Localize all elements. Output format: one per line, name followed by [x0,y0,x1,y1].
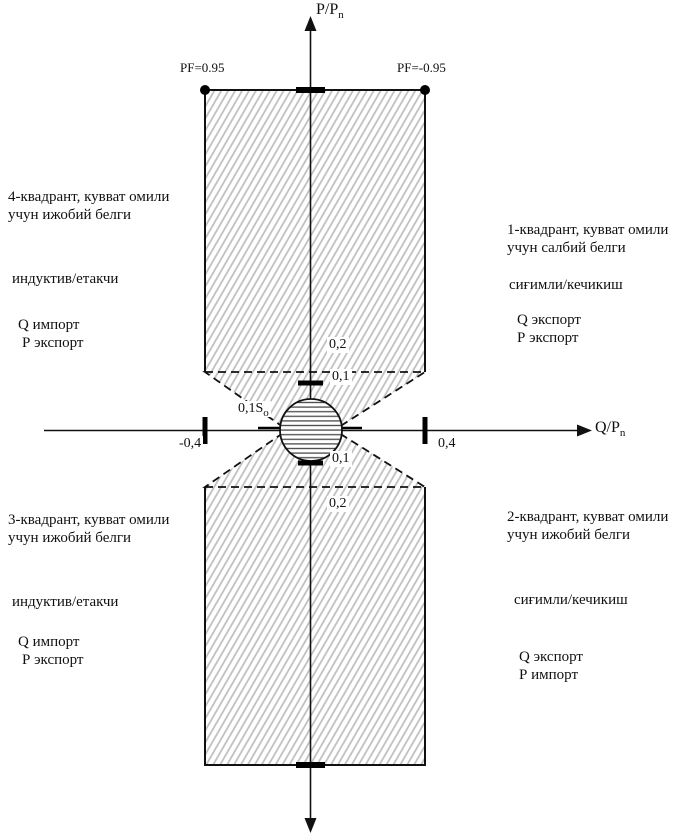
tick-label-neg-04: -0,4 [177,436,204,453]
y-axis-title-text: P/P [316,1,339,18]
quadrant-4-flow2: Р экспорт [22,335,84,351]
quadrant-1-flow2: Р экспорт [517,330,579,346]
quadrant-2-flow1: Q экспорт [519,649,583,665]
quadrant-3-title: 3-квадрант, кувват омили учун ижобий бел… [8,511,213,547]
pf-right-dot [420,85,430,95]
y-axis-title-sub: n [338,9,344,22]
quadrant-1-flow1: Q экспорт [517,312,581,328]
quadrant-4-flow1: Q импорт [18,317,80,333]
quadrant-3-mode: индуктив/етакчи [12,594,119,610]
quadrant-3-title-line2: учун ижобий белги [8,530,132,546]
tick-label-02-top: 0,2 [327,337,349,354]
top-operating-region [205,90,425,372]
circle-radius-label-text: 0,1S [238,401,264,416]
pf-right-label: PF=-0.95 [397,60,446,75]
quadrant-4-block: 4-квадрант, кувват омили учун ижобий бел… [8,188,213,352]
pf-left-dot [200,85,210,95]
quadrant-4-title-line2: учун ижобий белги [8,207,132,223]
x-axis-title-text: Q/P [595,419,620,436]
quadrant-3-flow1: Q импорт [18,634,80,650]
y-axis-title: P/Pn [316,1,344,22]
quadrant-2-flow2: Р импорт [519,667,578,683]
circle-radius-label-sub: o [263,406,269,419]
quadrant-1-mode: сиғимли/кечикиш [509,277,623,293]
pf-left-label: PF=0.95 [180,60,225,75]
quadrant-1-title-line1: 1-квадрант, кувват омили [507,222,669,238]
tick-label-pos-04: 0,4 [436,436,458,453]
quadrant-2-mode: сиғимли/кечикиш [514,592,628,608]
quadrant-1-block: 1-квадрант, кувват омили учун салбий бел… [507,221,677,347]
y-axis-arrow-down-icon [304,818,317,833]
x-axis-arrow-right-icon [577,424,592,437]
quadrant-3-flow2: Р экспорт [22,652,84,668]
circle-radius-label: 0,1So [236,401,271,419]
tick-label-02-bottom: 0,2 [327,496,349,513]
quadrant-4-title: 4-квадрант, кувват омили учун ижобий бел… [8,188,213,224]
tick-label-01-bottom: 0,1 [330,451,352,468]
x-axis-title-sub: n [619,427,626,440]
quadrant-2-title: 2-квадрант, кувват омили учун ижобий бел… [507,508,677,544]
quadrant-1-title-line2: учун салбий белги [507,240,626,256]
quadrant-4-title-line1: 4-квадрант, кувват омили [8,189,170,205]
quadrant-2-title-line1: 2-квадрант, кувват омили [507,509,669,525]
bottom-operating-region [205,487,425,765]
quadrant-2-title-line2: учун ижобий белги [507,527,631,543]
x-axis-title: Q/Pn [595,419,626,440]
tick-label-01-top: 0,1 [330,369,352,386]
quadrant-3-block: 3-квадрант, кувват омили учун ижобий бел… [8,511,213,669]
y-axis-arrow-up-icon [304,16,317,31]
quadrant-4-mode: индуктив/етакчи [12,271,119,287]
quadrant-2-block: 2-квадрант, кувват омили учун ижобий бел… [507,508,677,684]
quadrant-3-title-line1: 3-квадрант, кувват омили [8,512,170,528]
quadrant-1-title: 1-квадрант, кувват омили учун салбий бел… [507,221,677,257]
